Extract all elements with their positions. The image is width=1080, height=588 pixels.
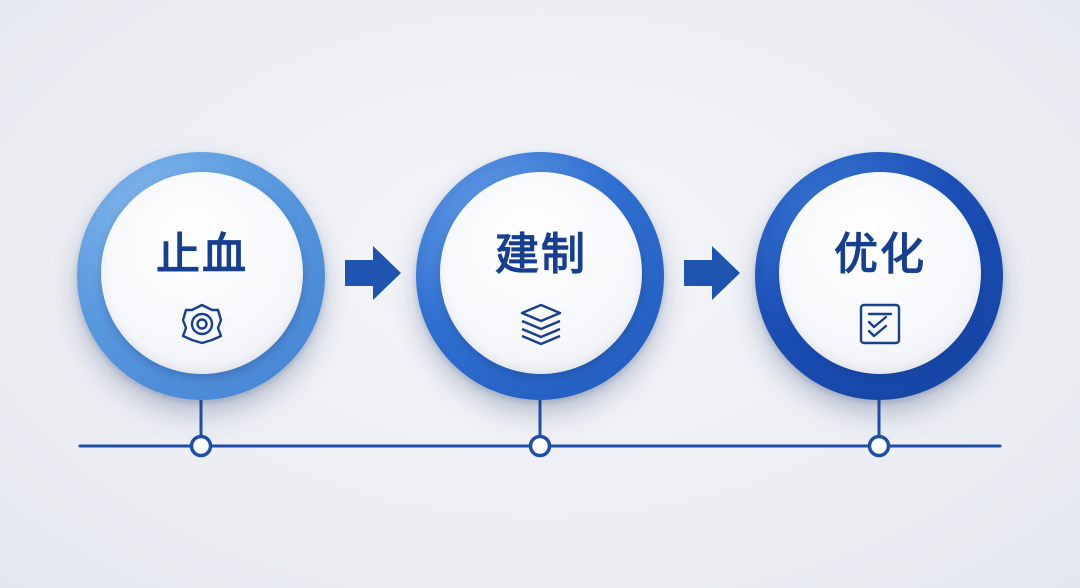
step-2-inner: 建制 [440,172,642,374]
step-3-label: 优化 [834,229,926,280]
gear-target-icon [181,303,223,345]
step-3-circle: 优化 [755,152,1003,400]
step-2-label: 建制 [495,229,587,280]
step-1-label: 止血 [156,229,248,280]
arrow-right-icon [684,246,740,300]
arrow-right-icon [345,246,401,300]
timeline-node-1 [189,434,213,458]
timeline-node-2 [528,434,552,458]
step-2-circle: 建制 [416,152,664,400]
timeline-node-3 [867,434,891,458]
checklist-icon [859,303,901,345]
step-1-circle: 止血 [77,152,325,400]
step-1-inner: 止血 [101,172,303,374]
layers-stack-icon [520,303,562,346]
step-3-inner: 优化 [779,172,981,374]
